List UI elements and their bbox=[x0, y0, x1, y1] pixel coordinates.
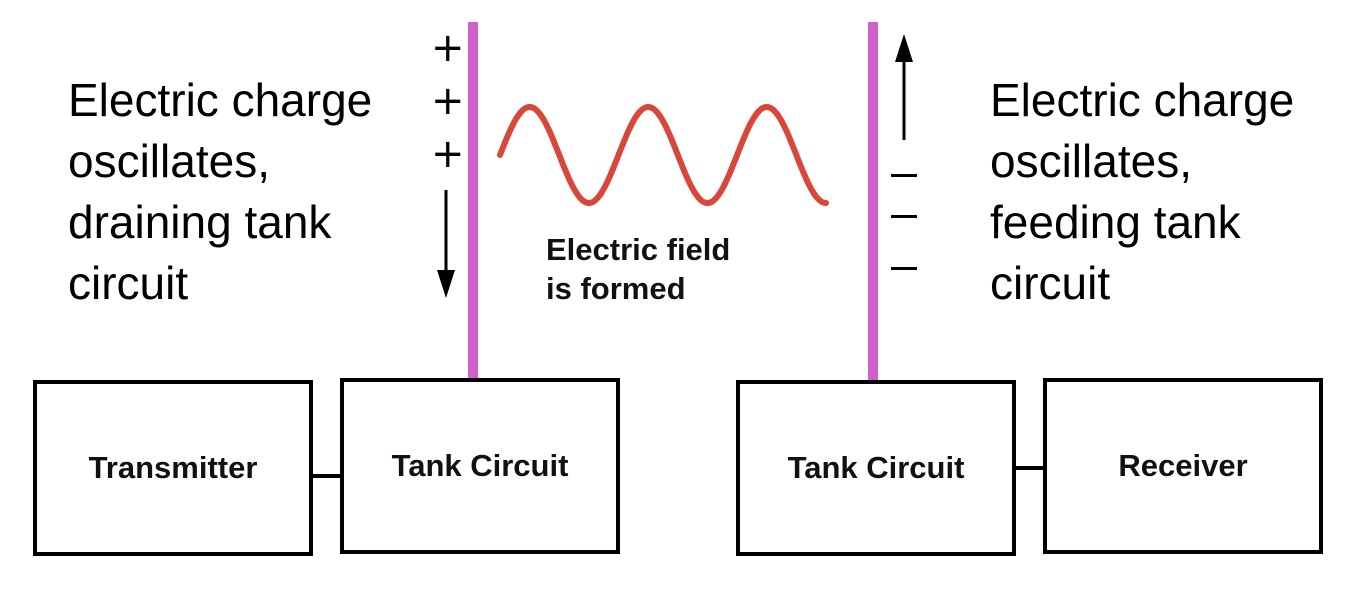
positive-charge-sign: + bbox=[431, 78, 465, 124]
up-arrow-icon bbox=[895, 34, 913, 140]
transmitter-label: Transmitter bbox=[88, 450, 258, 485]
receive-tank-circuit-box: Tank Circuit bbox=[736, 380, 1016, 556]
left-caption-line: oscillates, bbox=[68, 135, 270, 187]
negative-charge-sign bbox=[891, 267, 917, 270]
receive-tank-circuit-label: Tank Circuit bbox=[787, 450, 965, 485]
transmitter-connector bbox=[313, 474, 340, 478]
receiver-label: Receiver bbox=[1118, 448, 1248, 483]
receiver-connector bbox=[1016, 466, 1043, 470]
left-caption-line: circuit bbox=[68, 257, 189, 309]
transmit-tank-circuit-label: Tank Circuit bbox=[391, 448, 569, 483]
receiving-antenna bbox=[868, 22, 878, 380]
negative-charge-sign bbox=[891, 174, 917, 177]
down-arrow-icon bbox=[437, 190, 455, 298]
negative-charge-sign bbox=[891, 215, 917, 218]
left-caption-line: Electric charge bbox=[68, 74, 373, 126]
left-caption-line: draining tank bbox=[68, 196, 332, 248]
transmit-tank-circuit-box: Tank Circuit bbox=[340, 378, 620, 554]
right-caption-line: Electric charge bbox=[990, 74, 1295, 126]
field-label-line: is formed bbox=[546, 271, 686, 306]
field-label-line: Electric field bbox=[546, 232, 731, 267]
transmitter-box: Transmitter bbox=[33, 380, 313, 556]
field-label: Electric field is formed bbox=[546, 230, 730, 308]
left-caption: Electric charge oscillates, draining tan… bbox=[68, 70, 372, 314]
right-caption-line: feeding tank bbox=[990, 196, 1241, 248]
electric-wave bbox=[497, 103, 829, 207]
right-caption: Electric charge oscillates, feeding tank… bbox=[990, 70, 1294, 314]
right-caption-line: oscillates, bbox=[990, 135, 1192, 187]
positive-charge-sign: + bbox=[431, 25, 465, 71]
right-caption-line: circuit bbox=[990, 257, 1111, 309]
positive-charge-sign: + bbox=[431, 131, 465, 177]
receiver-box: Receiver bbox=[1043, 378, 1323, 554]
transmitting-antenna bbox=[468, 22, 478, 380]
